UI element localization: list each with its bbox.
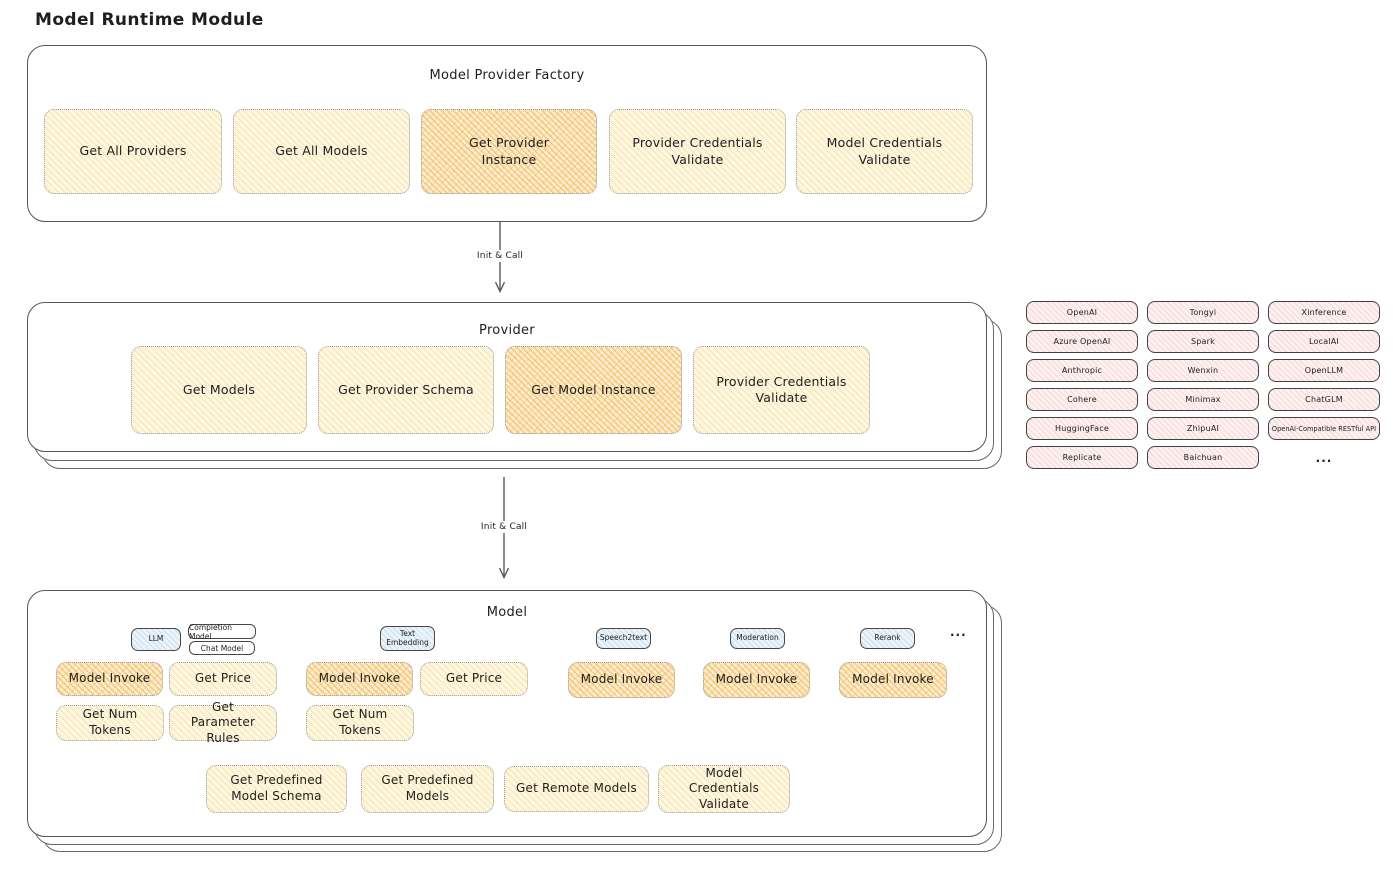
model-op-moderation-model-invoke: Model Invoke: [703, 662, 810, 698]
provider-chip-spark: Spark: [1147, 330, 1259, 353]
factory-node-provider-credentials-validate: Provider Credentials Validate: [609, 109, 786, 194]
providers-grid: OpenAI Tongyi Xinference Azure OpenAI Sp…: [1026, 301, 1380, 469]
model-op-speech2text-model-invoke: Model Invoke: [568, 662, 675, 698]
provider-chip-localai: LocalAI: [1268, 330, 1380, 353]
init-call-label-top: Init & Call: [472, 250, 528, 262]
provider-frame: Provider Get Models Get Provider Schema …: [27, 302, 987, 452]
provider-title: Provider: [479, 323, 535, 338]
model-op-embedding-get-price: Get Price: [420, 662, 528, 696]
provider-node-get-model-instance: Get Model Instance: [505, 346, 682, 434]
provider-chip-replicate: Replicate: [1026, 446, 1138, 469]
factory-node-get-all-providers: Get All Providers: [44, 109, 222, 194]
provider-chip-azure-openai: Azure OpenAI: [1026, 330, 1138, 353]
model-op-embedding-model-invoke: Model Invoke: [306, 662, 413, 696]
model-op-llm-get-parameter-rules: Get Parameter Rules: [169, 700, 277, 745]
provider-chip-zhipuai: ZhipuAI: [1147, 417, 1259, 440]
model-op-llm-get-num-tokens: Get Num Tokens: [56, 705, 164, 741]
provider-chip-openai: OpenAI: [1026, 301, 1138, 324]
provider-chip-wenxin: Wenxin: [1147, 359, 1259, 382]
factory-node-model-credentials-validate: Model Credentials Validate: [796, 109, 973, 194]
provider-node-get-models: Get Models: [131, 346, 307, 434]
providers-more-ellipsis: ...: [1315, 450, 1333, 465]
model-type-tag-moderation: Moderation: [730, 628, 785, 649]
provider-node-get-provider-schema: Get Provider Schema: [318, 346, 494, 434]
provider-chip-xinference: Xinference: [1268, 301, 1380, 324]
provider-node-provider-credentials-validate: Provider Credentials Validate: [693, 346, 870, 434]
model-type-tag-llm: LLM: [131, 628, 181, 651]
provider-chip-openllm: OpenLLM: [1268, 359, 1380, 382]
provider-chip-huggingface: HuggingFace: [1026, 417, 1138, 440]
model-op-get-remote-models: Get Remote Models: [504, 766, 649, 812]
provider-chip-cohere: Cohere: [1026, 388, 1138, 411]
model-op-llm-model-invoke: Model Invoke: [56, 662, 163, 696]
model-op-model-credentials-validate: Model Credentials Validate: [658, 765, 790, 813]
provider-chip-openai-compatible-restful-api: OpenAI-Compatible RESTful API: [1268, 417, 1380, 440]
model-frame: Model LLM Completion Model Chat Model Te…: [27, 590, 987, 837]
provider-chip-anthropic: Anthropic: [1026, 359, 1138, 382]
model-op-rerank-model-invoke: Model Invoke: [839, 662, 947, 698]
factory-node-get-all-models: Get All Models: [233, 109, 410, 194]
model-type-tag-chat-model: Chat Model: [189, 641, 255, 655]
model-type-tag-rerank: Rerank: [860, 628, 915, 649]
model-op-llm-get-price: Get Price: [169, 662, 277, 696]
model-stack: Model LLM Completion Model Chat Model Te…: [27, 590, 1002, 852]
model-type-tag-text-embedding: Text Embedding: [380, 626, 435, 651]
factory-frame: Model Provider Factory Get All Providers…: [27, 45, 987, 222]
model-op-get-predefined-model-schema: Get Predefined Model Schema: [206, 765, 347, 813]
provider-chip-chatglm: ChatGLM: [1268, 388, 1380, 411]
provider-chip-minimax: Minimax: [1147, 388, 1259, 411]
init-call-label-bottom: Init & Call: [476, 521, 532, 533]
model-op-get-predefined-models: Get Predefined Models: [361, 765, 494, 813]
model-types-more-ellipsis: ...: [950, 625, 967, 639]
factory-title: Model Provider Factory: [429, 68, 585, 83]
provider-chip-tongyi: Tongyi: [1147, 301, 1259, 324]
model-title: Model: [486, 605, 528, 620]
provider-stack: Provider Get Models Get Provider Schema …: [27, 302, 1002, 469]
model-type-tag-completion-model: Completion Model: [188, 623, 256, 641]
model-op-embedding-get-num-tokens: Get Num Tokens: [306, 705, 414, 741]
diagram-title: Model Runtime Module: [35, 10, 264, 30]
factory-node-get-provider-instance: Get Provider Instance: [421, 109, 597, 194]
model-type-tag-speech2text: Speech2text: [596, 628, 651, 649]
provider-chip-baichuan: Baichuan: [1147, 446, 1259, 469]
